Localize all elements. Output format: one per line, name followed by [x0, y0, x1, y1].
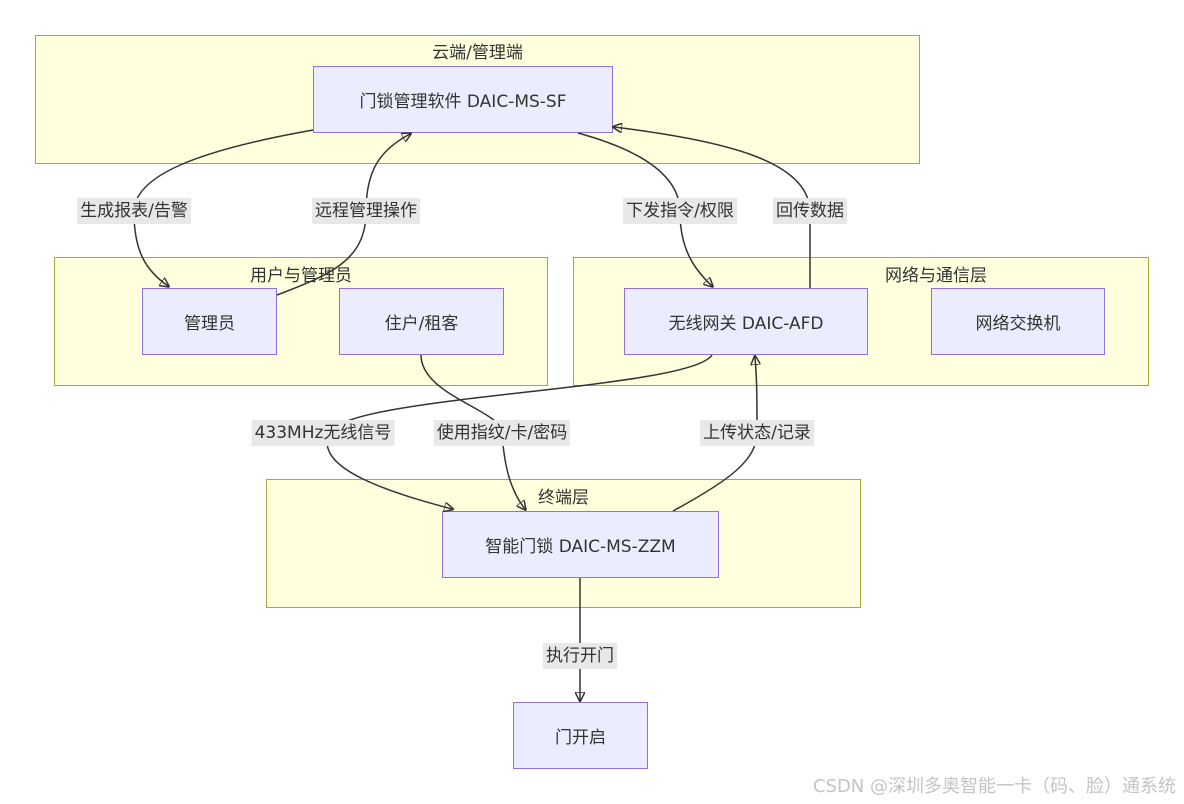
node-network-switch[interactable]: 网络交换机 [931, 288, 1105, 355]
cluster-title-cloud: 云端/管理端 [432, 43, 523, 63]
node-door-open[interactable]: 门开启 [513, 702, 648, 769]
cluster-title-terminal: 终端层 [538, 488, 589, 508]
edge-label-remote-operation: 远程管理操作 [312, 198, 420, 224]
edge-label-report-alarm: 生成报表/告警 [77, 198, 191, 224]
node-admin[interactable]: 管理员 [142, 288, 277, 355]
node-resident[interactable]: 住户/租客 [339, 288, 504, 355]
edge-label-rf-signal: 433MHz无线信号 [251, 420, 395, 446]
watermark-text: CSDN @深圳多奥智能一卡（码、脸）通系统 [812, 776, 1176, 797]
cluster-title-network: 网络与通信层 [885, 266, 987, 286]
node-lock-management-software[interactable]: 门锁管理软件 DAIC-MS-SF [313, 66, 613, 133]
node-smart-lock[interactable]: 智能门锁 DAIC-MS-ZZM [442, 511, 719, 578]
edge-label-use-credentials: 使用指纹/卡/密码 [433, 420, 571, 446]
edge-label-execute-open: 执行开门 [543, 643, 617, 669]
edge-label-send-command: 下发指令/权限 [623, 198, 737, 224]
node-wireless-gateway[interactable]: 无线网关 DAIC-AFD [624, 288, 868, 355]
edge-label-upload-status: 上传状态/记录 [700, 420, 814, 446]
edge-label-return-data: 回传数据 [773, 198, 847, 224]
cluster-title-users: 用户与管理员 [250, 266, 352, 286]
edge-return-data [614, 127, 811, 288]
